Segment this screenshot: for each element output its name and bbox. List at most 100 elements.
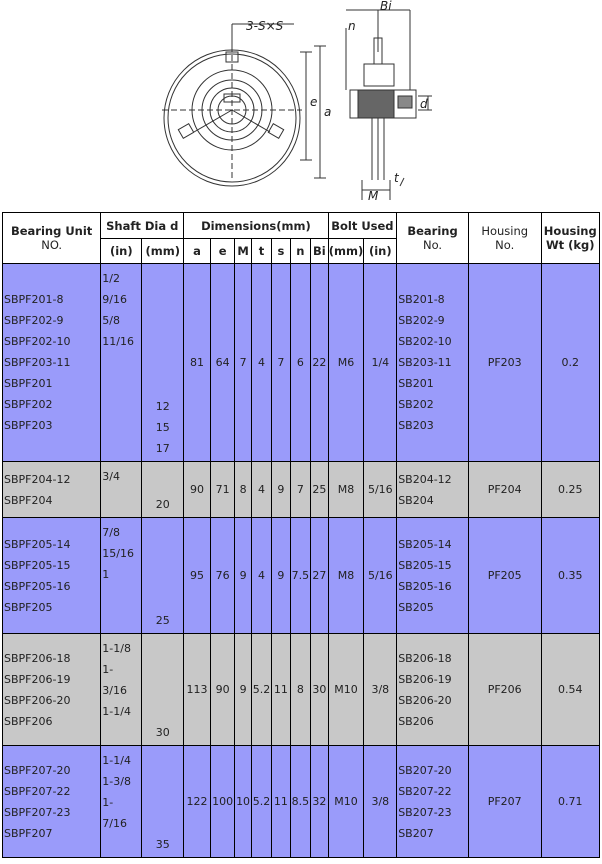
header-bearing-no: Bearing No. (396, 212, 469, 264)
cell-s: 9 (271, 517, 291, 634)
cell-t: 4 (250, 461, 273, 518)
cell-bearing-unit-line: SBPF205 (4, 600, 53, 614)
cell-bearing-unit-line: SBPF207-20 (4, 763, 71, 777)
cell-bearing-no-line: SB207-20 (398, 763, 452, 777)
cell-t: 4 (250, 517, 273, 634)
cell-bearing-unit-line: SBPF205-16 (4, 579, 71, 593)
cell-bearing-no-line: SB206-20 (398, 693, 452, 707)
cell-shaft-in-line: 3/16 (102, 684, 127, 697)
cell-housing-wt: 0.71 (540, 745, 601, 858)
cell-housing-no: PF206 (467, 633, 542, 746)
subheader-in: (in) (100, 238, 143, 264)
header-housing-no: Housing No. (467, 212, 542, 264)
cell-bolt-in: 1/4 (363, 263, 398, 462)
cell-bearing-unit-line: SBPF207-22 (4, 784, 71, 798)
cell-bearing-unit-line: SBPF206 (4, 714, 53, 728)
cell-bolt-in: 3/8 (363, 745, 398, 858)
cell-bolt-in: 5/16 (363, 517, 398, 634)
cell-bolt-mm: M8 (327, 461, 365, 518)
cell-shaft-in-line: 1-1/8 (102, 642, 131, 655)
cell-m: 7 (234, 263, 252, 462)
cell-e: 90 (209, 633, 236, 746)
cell-n: 7 (289, 461, 312, 518)
cell-bearing-no-line: SB207-22 (398, 784, 452, 798)
cell-t: 4 (250, 263, 273, 462)
cell-bearing-unit-line: SBPF202-9 (4, 314, 64, 327)
cell-shaft-mm: 25 (141, 517, 185, 634)
cell-s: 11 (271, 633, 291, 746)
front-view (162, 23, 326, 187)
cell-shaft-in: 3/4 (100, 461, 143, 518)
cell-shaft-in-line: 1- (102, 796, 114, 809)
cell-bearing-no-line: SB205-16 (398, 579, 452, 593)
cell-a: 113 (183, 633, 211, 746)
header-dimensions: Dimensions(mm) (183, 212, 329, 239)
cell-shaft-mm-line: 35 (155, 838, 170, 851)
cell-bearing-unit-line: SBPF206-19 (4, 672, 71, 686)
cell-shaft-in-line: 7/16 (102, 817, 127, 830)
cell-bi: 27 (310, 517, 329, 634)
cell-bearing-unit-line: SBPF201-8 (4, 293, 64, 306)
header-bolt-used: Bolt Used (327, 212, 398, 239)
cell-a: 122 (183, 745, 211, 858)
cell-t: 5.2 (250, 633, 273, 746)
cell-housing-no: PF204 (467, 461, 542, 518)
cell-shaft-in-line: 1-1/4 (102, 754, 131, 767)
cell-n: 6 (289, 263, 312, 462)
cell-bearing-unit-line: SBPF206-20 (4, 693, 71, 707)
cell-bi: 32 (310, 745, 329, 858)
cell-housing-no: PF205 (467, 517, 542, 634)
side-view (345, 9, 432, 200)
subheader-bi: Bi (310, 238, 329, 264)
cell-shaft-in-line: 1/2 (102, 272, 120, 285)
cell-housing-wt: 0.2 (540, 263, 601, 462)
cell-bearing-no-line: SB204 (398, 493, 434, 507)
cell-bearing-unit-line: SBPF202-10 (4, 335, 71, 348)
cell-bearing-no-line: SB202-9 (398, 314, 445, 327)
cell-bearing-unit-line: SBPF204-12 (4, 472, 71, 486)
cell-shaft-in: 1-1/4 1-3/8 1- 7/16 (100, 745, 143, 858)
cell-m: 9 (234, 633, 252, 746)
cell-housing-no: PF207 (467, 745, 542, 858)
cell-t: 5.2 (250, 745, 273, 858)
cell-n: 8 (289, 633, 312, 746)
label-n: n (348, 19, 356, 33)
cell-bearing-no-line: SB202-10 (398, 335, 452, 348)
cell-shaft-in-line: 7/8 (102, 526, 120, 539)
cell-shaft-in-line: 9/16 (102, 293, 127, 306)
cell-bearing-no-line: SB205 (398, 600, 434, 614)
cell-shaft-in-line: 1-3/8 (102, 775, 131, 788)
header-housing-wt: Housing Wt (kg) (540, 212, 601, 264)
cell-m: 9 (234, 517, 252, 634)
cell-shaft-mm: 20 (141, 461, 185, 518)
specification-table: Bearing Unit NO. Shaft Dia d Dimensions(… (1, 212, 601, 858)
cell-bearing-no-line: SB206-18 (398, 651, 452, 665)
cell-s: 11 (271, 745, 291, 858)
cell-shaft-mm: 35 (141, 745, 185, 858)
cell-bolt-in: 3/8 (363, 633, 398, 746)
cell-shaft-mm-line: 12 (155, 400, 170, 413)
subheader-m: M (234, 238, 252, 264)
cell-bolt-in: 5/16 (363, 461, 398, 518)
cell-bearing-no-line: SB205-14 (398, 537, 452, 551)
subheader-bolt-in: (in) (363, 238, 398, 264)
label-3-s-x-s: 3-S×S (246, 19, 284, 33)
cell-bolt-mm: M10 (327, 745, 365, 858)
cell-n: 8.5 (289, 745, 312, 858)
cell-housing-wt: 0.54 (540, 633, 601, 746)
cell-bearing-no-line: SB207 (398, 826, 434, 840)
cell-shaft-in-line: 1- (102, 663, 114, 676)
cell-bearing-unit-line: SBPF201 (4, 377, 53, 390)
label-d: d (420, 97, 428, 111)
